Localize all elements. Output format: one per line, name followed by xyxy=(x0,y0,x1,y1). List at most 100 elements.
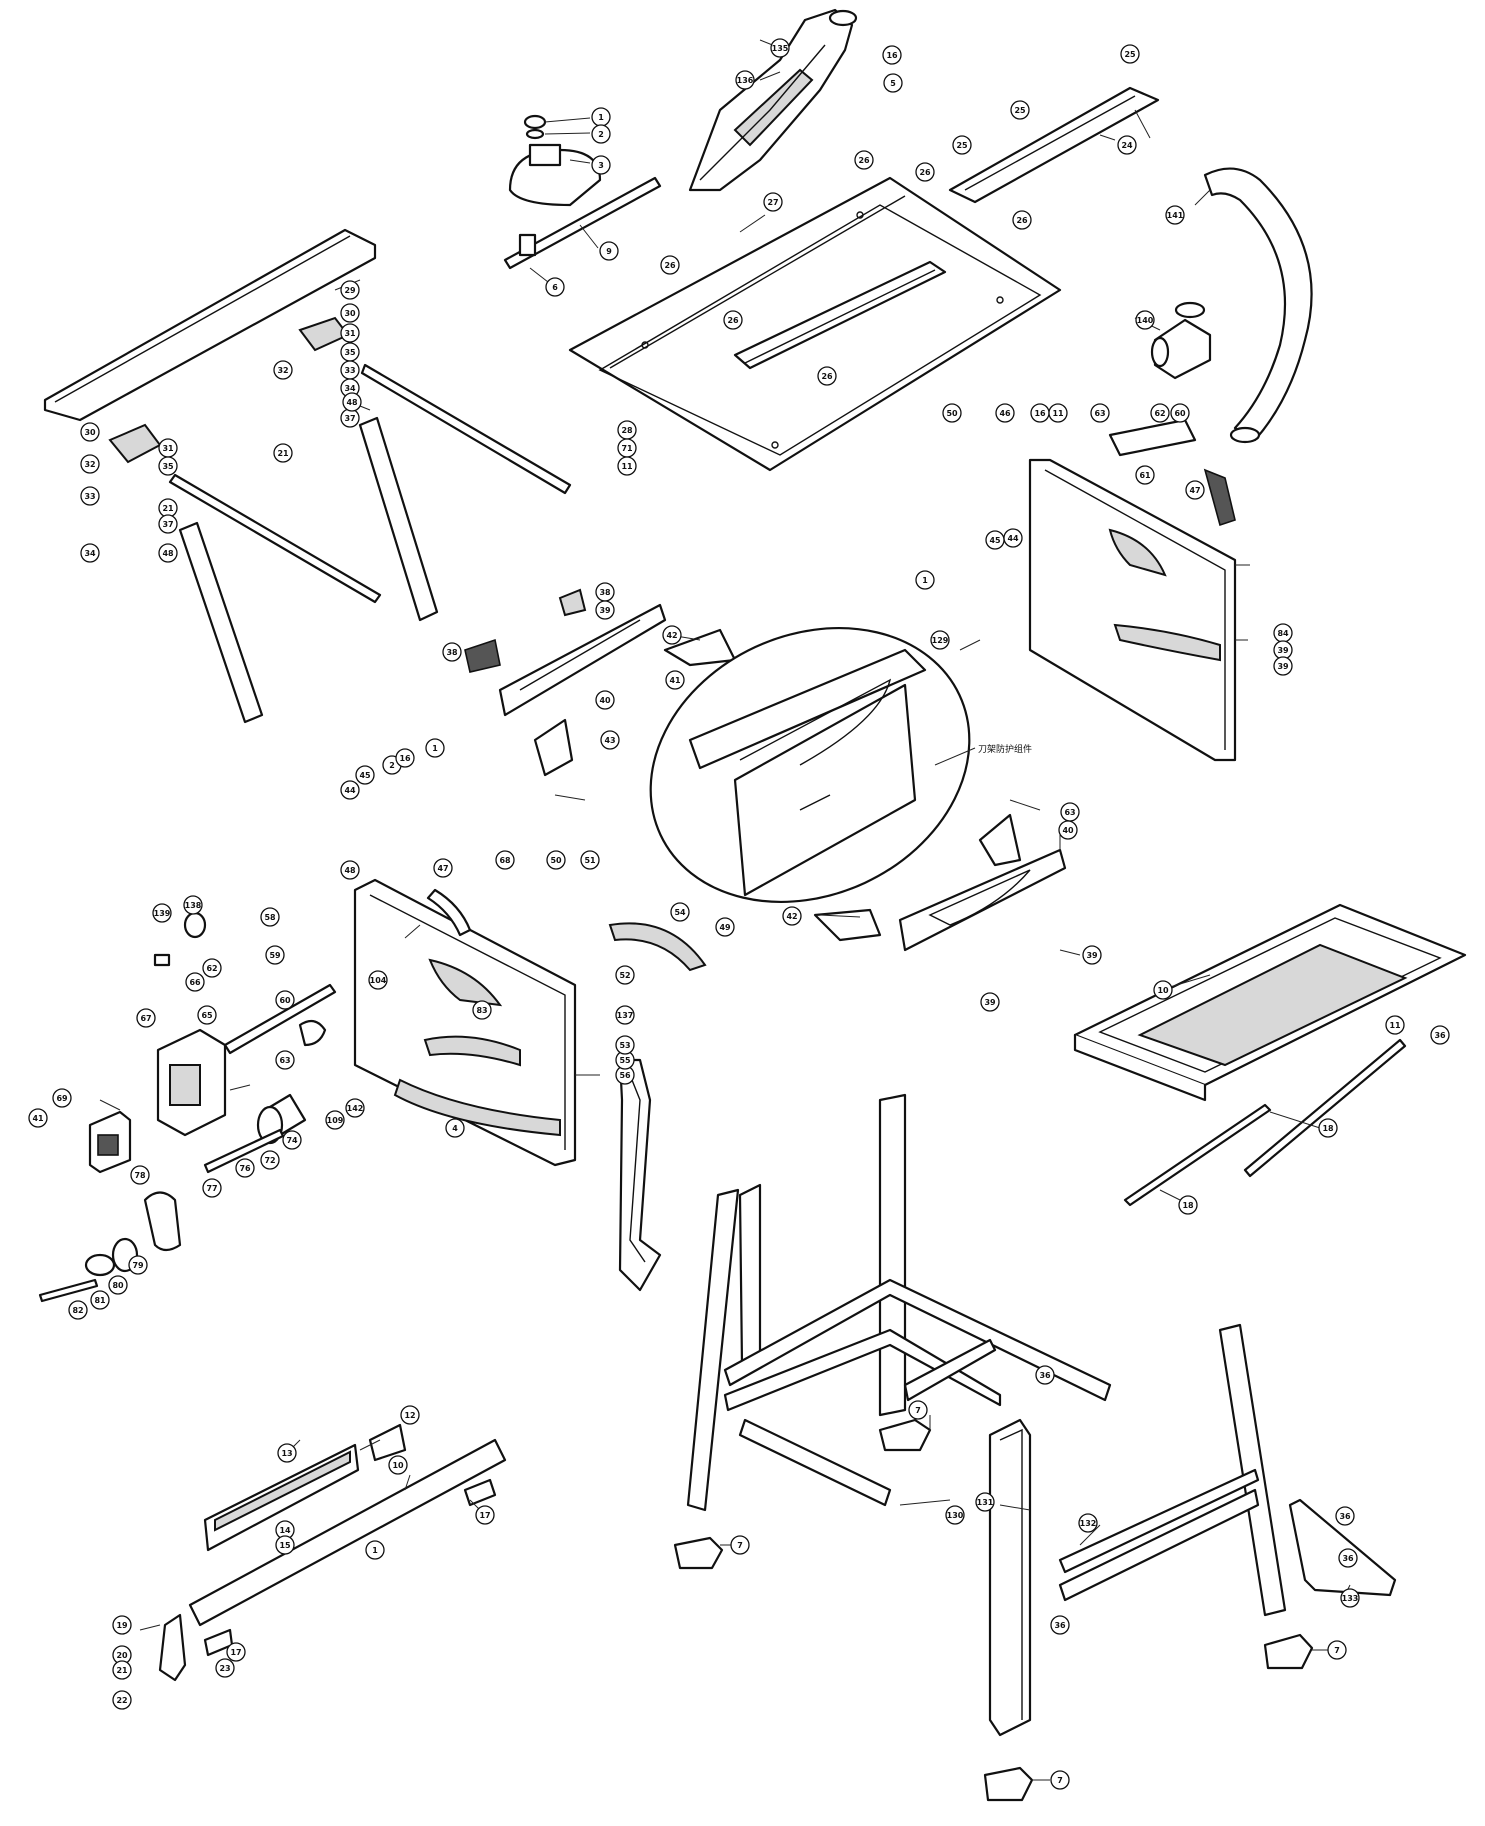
callout: 67 xyxy=(136,1008,156,1028)
svg-text:140: 140 xyxy=(1137,316,1154,325)
svg-text:25: 25 xyxy=(1124,50,1136,59)
svg-text:68: 68 xyxy=(499,856,511,865)
callout: 42 xyxy=(662,625,682,645)
callout: 21 xyxy=(273,443,293,463)
svg-text:139: 139 xyxy=(154,909,171,918)
callout: 52 xyxy=(615,965,635,985)
svg-text:60: 60 xyxy=(279,996,291,1005)
callout: 80 xyxy=(108,1275,128,1295)
svg-text:36: 36 xyxy=(1434,1031,1446,1040)
detail-inset: 刀架防护组件 xyxy=(649,626,1032,904)
callout: 59 xyxy=(265,945,285,965)
callout: 129 xyxy=(930,630,950,650)
callout: 25 xyxy=(952,135,972,155)
svg-text:11: 11 xyxy=(1389,1021,1401,1030)
svg-text:133: 133 xyxy=(1342,1594,1359,1603)
callout: 104 xyxy=(368,970,388,990)
callout: 82 xyxy=(68,1300,88,1320)
stand xyxy=(673,1093,1397,1802)
svg-text:34: 34 xyxy=(344,384,356,393)
callout: 11 xyxy=(617,456,637,476)
svg-text:51: 51 xyxy=(584,856,596,865)
svg-text:5: 5 xyxy=(890,79,896,88)
svg-text:36: 36 xyxy=(1054,1621,1066,1630)
svg-text:10: 10 xyxy=(392,1461,404,1470)
svg-text:7: 7 xyxy=(1057,1776,1063,1785)
callout: 139 xyxy=(152,903,172,923)
svg-text:36: 36 xyxy=(1342,1554,1354,1563)
left-side-panel xyxy=(353,878,577,1167)
callout: 16 xyxy=(395,748,415,768)
switch-box xyxy=(88,1028,227,1174)
svg-text:21: 21 xyxy=(162,504,174,513)
svg-text:81: 81 xyxy=(94,1296,106,1305)
callout: 42 xyxy=(782,906,802,926)
callout: 23 xyxy=(215,1658,235,1678)
svg-text:39: 39 xyxy=(984,998,996,1007)
callout: 18 xyxy=(1318,1118,1338,1138)
svg-text:39: 39 xyxy=(1086,951,1098,960)
callout: 1 xyxy=(591,107,611,127)
svg-text:43: 43 xyxy=(604,736,615,745)
callout: 33 xyxy=(340,360,360,380)
callout: 68 xyxy=(495,850,515,870)
callout: 17 xyxy=(226,1642,246,1662)
svg-text:69: 69 xyxy=(56,1094,68,1103)
svg-text:52: 52 xyxy=(619,971,630,980)
svg-text:83: 83 xyxy=(476,1006,487,1015)
callout: 18 xyxy=(1178,1195,1198,1215)
svg-text:1: 1 xyxy=(432,744,438,753)
svg-text:61: 61 xyxy=(1139,471,1151,480)
svg-text:60: 60 xyxy=(1174,409,1186,418)
callout: 62 xyxy=(202,958,222,978)
callout: 63 xyxy=(1090,403,1110,423)
callout: 46 xyxy=(995,403,1015,423)
left-rail-and-tubes xyxy=(43,228,572,724)
svg-text:131: 131 xyxy=(977,1498,994,1507)
svg-text:42: 42 xyxy=(786,912,797,921)
svg-text:50: 50 xyxy=(946,409,958,418)
svg-text:63: 63 xyxy=(1064,808,1075,817)
svg-text:17: 17 xyxy=(479,1511,490,1520)
callout: 26 xyxy=(660,255,680,275)
svg-text:72: 72 xyxy=(264,1156,275,1165)
svg-text:39: 39 xyxy=(599,606,611,615)
svg-text:44: 44 xyxy=(344,786,356,795)
svg-text:26: 26 xyxy=(858,156,870,165)
svg-text:47: 47 xyxy=(437,864,448,873)
callout: 72 xyxy=(260,1150,280,1170)
right-side-panel xyxy=(1028,418,1237,762)
callout: 10 xyxy=(1153,980,1173,1000)
svg-text:50: 50 xyxy=(550,856,562,865)
svg-text:58: 58 xyxy=(264,913,276,922)
callout: 63 xyxy=(275,1050,295,1070)
callout: 45 xyxy=(985,530,1005,550)
callout: 4 xyxy=(445,1118,465,1138)
svg-text:48: 48 xyxy=(346,398,358,407)
callout: 2 xyxy=(591,124,611,144)
dust-hose xyxy=(1203,167,1313,444)
callout: 19 xyxy=(112,1615,132,1635)
svg-text:45: 45 xyxy=(989,536,1001,545)
callout: 39 xyxy=(1273,656,1293,676)
callout: 15 xyxy=(275,1535,295,1555)
callout: 39 xyxy=(1082,945,1102,965)
svg-text:21: 21 xyxy=(116,1666,128,1675)
svg-text:16: 16 xyxy=(399,754,411,763)
callout: 53 xyxy=(615,1035,635,1055)
svg-text:56: 56 xyxy=(619,1071,631,1080)
svg-text:42: 42 xyxy=(666,631,677,640)
callout: 54 xyxy=(670,902,690,922)
svg-text:11: 11 xyxy=(1052,409,1064,418)
callout: 47 xyxy=(1185,480,1205,500)
callout: 21 xyxy=(158,498,178,518)
callout: 35 xyxy=(158,456,178,476)
callout: 36 xyxy=(1338,1548,1358,1568)
callout: 84 xyxy=(1273,623,1293,643)
svg-text:46: 46 xyxy=(999,409,1011,418)
callout: 25 xyxy=(1120,44,1140,64)
arc-rack xyxy=(608,922,707,972)
svg-text:35: 35 xyxy=(344,348,356,357)
callout: 26 xyxy=(854,150,874,170)
callout: 16 xyxy=(1030,403,1050,423)
